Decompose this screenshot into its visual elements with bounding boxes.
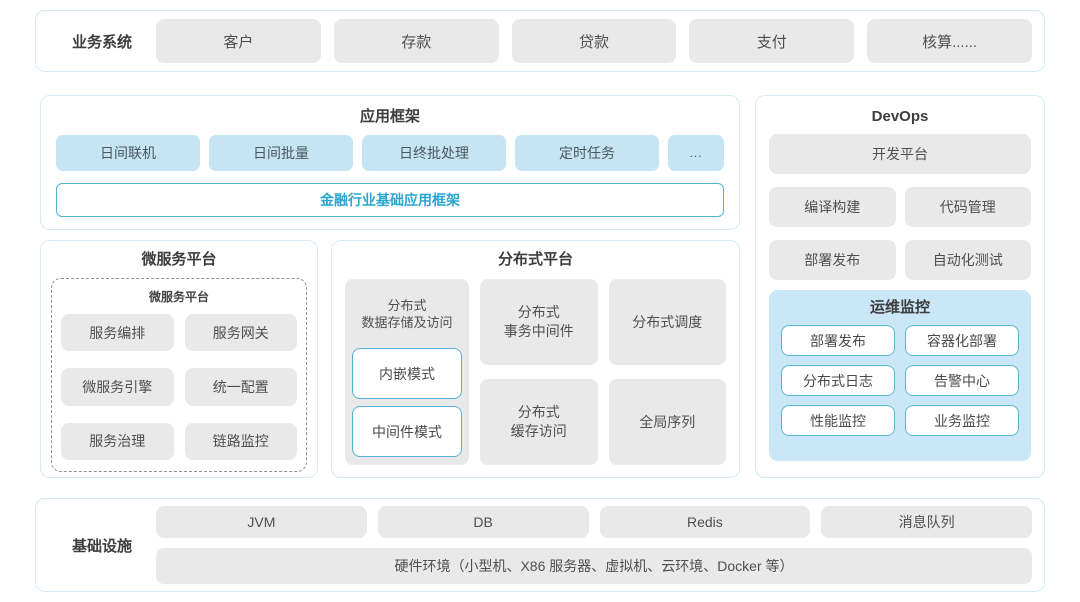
- ops-biz-monitor-box: 业务监控: [905, 405, 1019, 436]
- ops-deploy-box: 部署发布: [781, 325, 895, 356]
- distributed-scheduler-box: 分布式调度: [608, 279, 726, 365]
- infrastructure-items: JVM DB Redis 消息队列 硬件环境（小型机、X86 服务器、虚拟机、云…: [156, 506, 1032, 584]
- business-systems-label: 业务系统: [71, 33, 132, 51]
- business-systems-items: 客户 存款 贷款 支付 核算......: [156, 19, 1032, 63]
- microservice-inner-box: 微服务平台 服务编排 服务网关 微服务引擎 统一配置 服务治理 链路监控: [51, 278, 307, 472]
- distributed-storage-box: 分布式 数据存储及访问 内嵌模式 中间件模式: [345, 279, 469, 465]
- infrastructure-row: JVM DB Redis 消息队列: [156, 506, 1032, 538]
- platforms-row: 微服务平台 微服务平台 服务编排 服务网关 微服务引擎 统一配置 服务治理 链路…: [40, 240, 740, 478]
- distributed-storage-label: 分布式 数据存储及访问: [361, 298, 453, 330]
- distributed-col-right: 分布式调度 全局序列: [608, 279, 726, 465]
- business-box-loan: 贷款: [511, 19, 677, 63]
- ops-alert-center-box: 告警中心: [905, 365, 1019, 396]
- module-daytime-batch: 日间批量: [209, 135, 353, 171]
- finance-base-framework-box: 金融行业基础应用框架: [56, 183, 724, 217]
- distributed-cache-box: 分布式 缓存访问: [480, 379, 598, 465]
- middleware-mode-box: 中间件模式: [352, 406, 462, 457]
- ops-monitoring-title: 运维监控: [869, 299, 930, 316]
- message-queue-box: 消息队列: [821, 506, 1032, 538]
- code-mgmt-box: 代码管理: [904, 187, 1031, 227]
- business-box-accounting: 核算......: [867, 19, 1032, 63]
- business-box-deposit: 存款: [333, 19, 499, 63]
- micro-box-engine: 微服务引擎: [61, 368, 174, 406]
- microservice-platform-title: 微服务平台: [141, 251, 217, 268]
- micro-box-trace-monitor: 链路监控: [184, 422, 297, 460]
- ops-monitoring-panel: 运维监控 部署发布 容器化部署 分布式日志 告警中心 性能监控 业务监控: [769, 290, 1031, 461]
- middle-area: 应用框架 日间联机 日间批量 日终批处理 定时任务 ... 金融行业基础应用框架…: [35, 95, 1045, 478]
- business-box-payment: 支付: [689, 19, 855, 63]
- module-eod-batch: 日终批处理: [362, 135, 506, 171]
- module-more: ...: [668, 135, 724, 171]
- devops-title: DevOps: [871, 108, 929, 125]
- db-box: DB: [377, 506, 589, 538]
- app-framework-title: 应用框架: [359, 108, 420, 125]
- business-systems-section: 业务系统 客户 存款 贷款 支付 核算......: [35, 10, 1045, 72]
- infrastructure-section: 基础设施 JVM DB Redis 消息队列 硬件环境（小型机、X86 服务器、…: [35, 498, 1045, 592]
- micro-box-governance: 服务治理: [61, 422, 174, 460]
- microservice-platform-section: 微服务平台 微服务平台 服务编排 服务网关 微服务引擎 统一配置 服务治理 链路…: [40, 240, 318, 478]
- micro-box-gateway: 服务网关: [184, 314, 297, 352]
- microservice-inner-title: 微服务平台: [148, 290, 209, 304]
- microservice-grid: 服务编排 服务网关 微服务引擎 统一配置 服务治理 链路监控: [61, 314, 297, 460]
- distributed-grid: 分布式 数据存储及访问 内嵌模式 中间件模式 分布式 事务中间件 分布式 缓存访…: [345, 279, 726, 465]
- micro-box-config: 统一配置: [184, 368, 297, 406]
- dev-platform-box: 开发平台: [769, 134, 1031, 174]
- ops-container-deploy-box: 容器化部署: [905, 325, 1019, 356]
- distributed-col-middle: 分布式 事务中间件 分布式 缓存访问: [480, 279, 598, 465]
- distributed-transaction-box: 分布式 事务中间件: [480, 279, 598, 365]
- distributed-platform-section: 分布式平台 分布式 数据存储及访问 内嵌模式 中间件模式 分布式 事务中间件 分…: [331, 240, 740, 478]
- ops-perf-monitor-box: 性能监控: [781, 405, 895, 436]
- jvm-box: JVM: [156, 506, 367, 538]
- business-box-customer: 客户: [156, 19, 321, 63]
- module-scheduled-task: 定时任务: [515, 135, 659, 171]
- micro-box-orchestration: 服务编排: [61, 314, 174, 352]
- devops-section: DevOps 开发平台 编译构建 代码管理 部署发布 自动化测试 运维监控 部署…: [755, 95, 1045, 478]
- app-framework-section: 应用框架 日间联机 日间批量 日终批处理 定时任务 ... 金融行业基础应用框架: [40, 95, 740, 230]
- auto-test-box: 自动化测试: [904, 240, 1031, 280]
- ops-monitoring-grid: 部署发布 容器化部署 分布式日志 告警中心 性能监控 业务监控: [781, 325, 1019, 436]
- infrastructure-label: 基础设施: [71, 537, 132, 555]
- app-framework-modules: 日间联机 日间批量 日终批处理 定时任务 ...: [56, 135, 724, 171]
- distributed-platform-title: 分布式平台: [497, 251, 573, 268]
- devops-tools-grid: 编译构建 代码管理 部署发布 自动化测试: [769, 187, 1031, 280]
- deploy-release-box: 部署发布: [769, 240, 896, 280]
- global-sequence-box: 全局序列: [608, 379, 726, 465]
- hardware-env-box: 硬件环境（小型机、X86 服务器、虚拟机、云环境、Docker 等）: [156, 548, 1032, 584]
- embedded-mode-box: 内嵌模式: [352, 348, 462, 399]
- module-daytime-online: 日间联机: [56, 135, 200, 171]
- build-box: 编译构建: [769, 187, 896, 227]
- redis-box: Redis: [599, 506, 811, 538]
- ops-distributed-log-box: 分布式日志: [781, 365, 895, 396]
- middle-left-column: 应用框架 日间联机 日间批量 日终批处理 定时任务 ... 金融行业基础应用框架…: [40, 95, 740, 478]
